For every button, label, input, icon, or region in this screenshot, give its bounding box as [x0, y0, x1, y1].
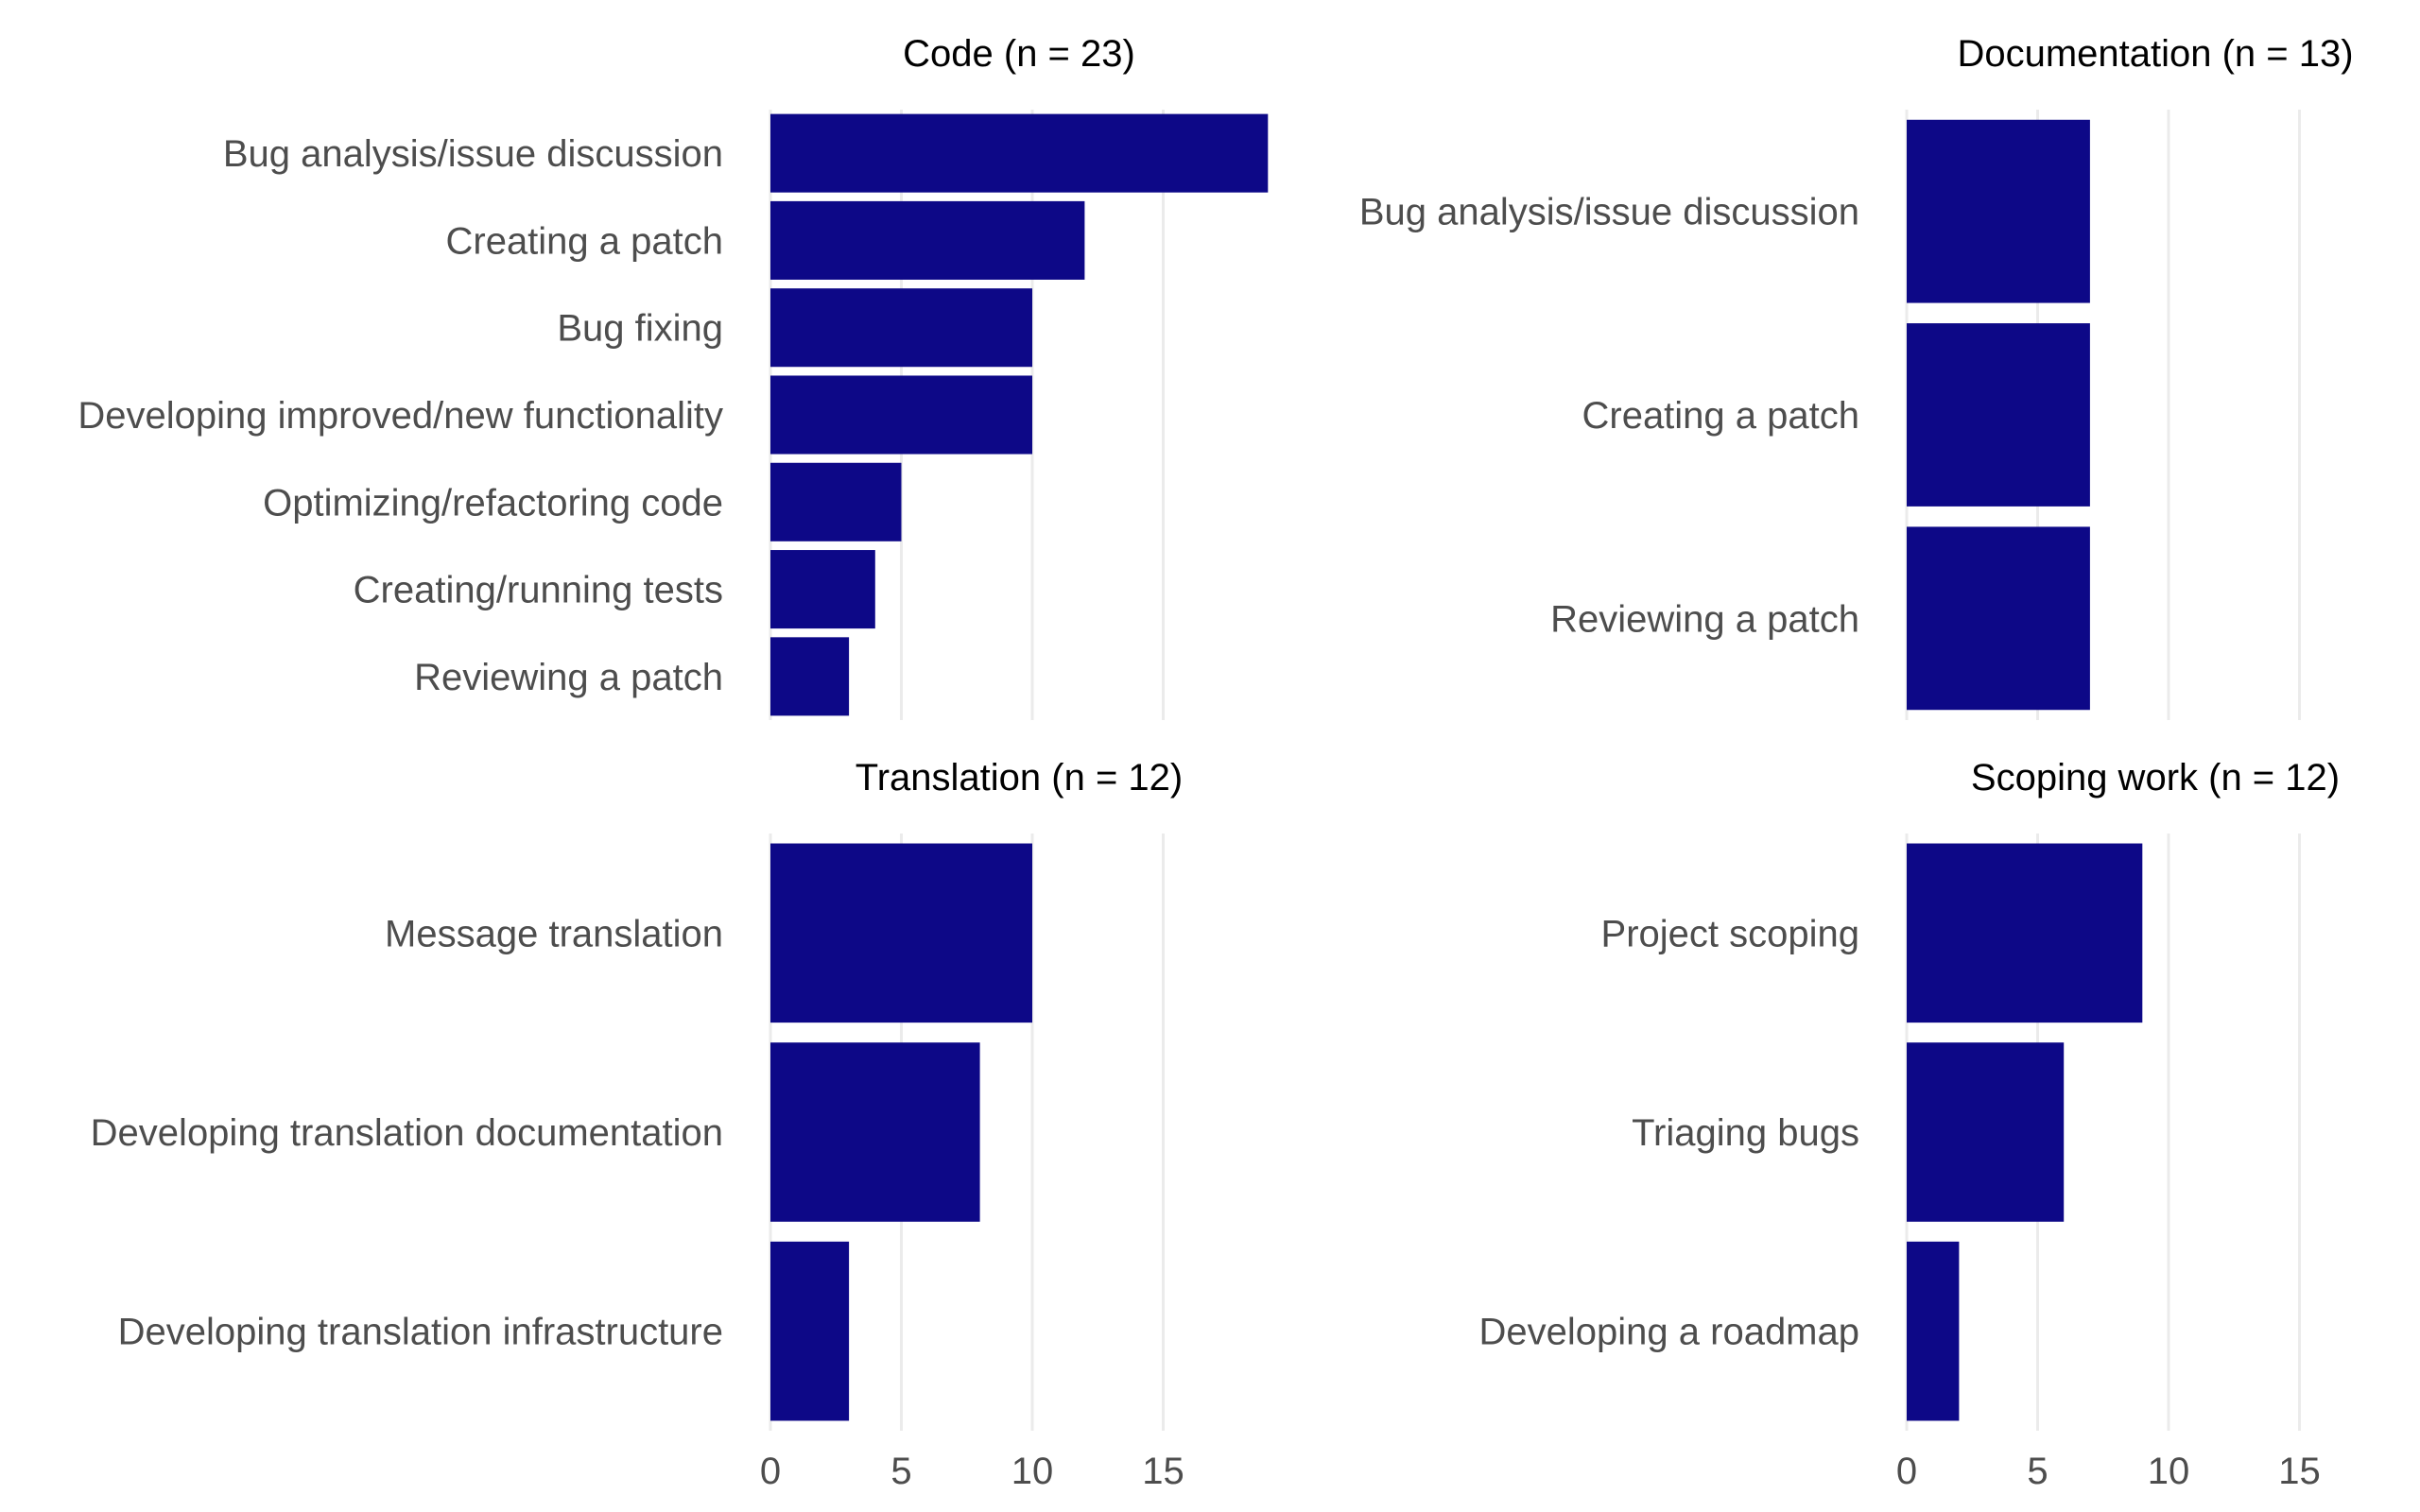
category-label: Creating/running tests: [354, 570, 723, 611]
x-tick-label: 5: [890, 1451, 911, 1492]
bar: [770, 550, 875, 629]
bar: [1907, 1241, 1960, 1421]
category-label: Bug fixing: [557, 308, 723, 350]
category-label: Bug analysis/issue discussion: [223, 133, 723, 175]
category-label: Bug analysis/issue discussion: [1359, 192, 1859, 233]
x-tick-label: 15: [2278, 1451, 2321, 1492]
bar: [770, 288, 1032, 368]
category-label: Developing a roadmap: [1479, 1312, 1859, 1353]
category-label: Developing improved/new functionality: [78, 395, 723, 437]
bar: [770, 113, 1269, 193]
category-label: Creating a patch: [445, 220, 723, 262]
bar: [1907, 526, 2090, 711]
category-label: Developing translation infrastructure: [118, 1312, 723, 1353]
facet-panel-1: Documentation (n = 13) Bug analysis/issue…: [1359, 33, 2354, 720]
category-label: Triaging bugs: [1632, 1112, 1859, 1154]
bar: [1907, 323, 2090, 507]
bar: [770, 200, 1085, 280]
bar: [1907, 843, 2143, 1023]
panel-title: Scoping work (n = 12): [1971, 757, 2340, 799]
bar: [1907, 1042, 2065, 1222]
category-label: Message translation: [385, 913, 723, 954]
facet-panel-2: Translation (n = 12) Message translationD…: [91, 757, 1184, 1492]
panel-title: Code (n = 23): [903, 33, 1135, 75]
category-label: Project scoping: [1601, 913, 1859, 954]
x-tick-label: 10: [2148, 1451, 2190, 1492]
x-tick-label: 0: [760, 1451, 781, 1492]
x-tick-label: 5: [2027, 1451, 2048, 1492]
category-label: Developing translation documentation: [91, 1112, 723, 1154]
bar: [770, 637, 850, 716]
category-label: Reviewing a patch: [414, 657, 723, 698]
x-tick-label: 0: [1896, 1451, 1917, 1492]
x-tick-label: 15: [1142, 1451, 1184, 1492]
bar: [770, 843, 1032, 1023]
bar: [770, 375, 1032, 455]
category-label: Optimizing/refactoring code: [263, 482, 723, 524]
bar: [770, 1042, 980, 1222]
bar: [770, 1241, 850, 1421]
panel-title: Documentation (n = 13): [1957, 33, 2353, 75]
bar: [770, 462, 902, 541]
x-tick-label: 10: [1011, 1451, 1054, 1492]
category-label: Reviewing a patch: [1550, 598, 1859, 640]
panel-title: Translation (n = 12): [856, 757, 1183, 799]
bar: [1907, 119, 2090, 303]
facet-panel-3: Scoping work (n = 12) Project scopingTria…: [1479, 757, 2341, 1492]
facet-panel-0: Code (n = 23) Bug analysis/issue discussi…: [78, 33, 1269, 720]
category-label: Creating a patch: [1582, 395, 1859, 437]
